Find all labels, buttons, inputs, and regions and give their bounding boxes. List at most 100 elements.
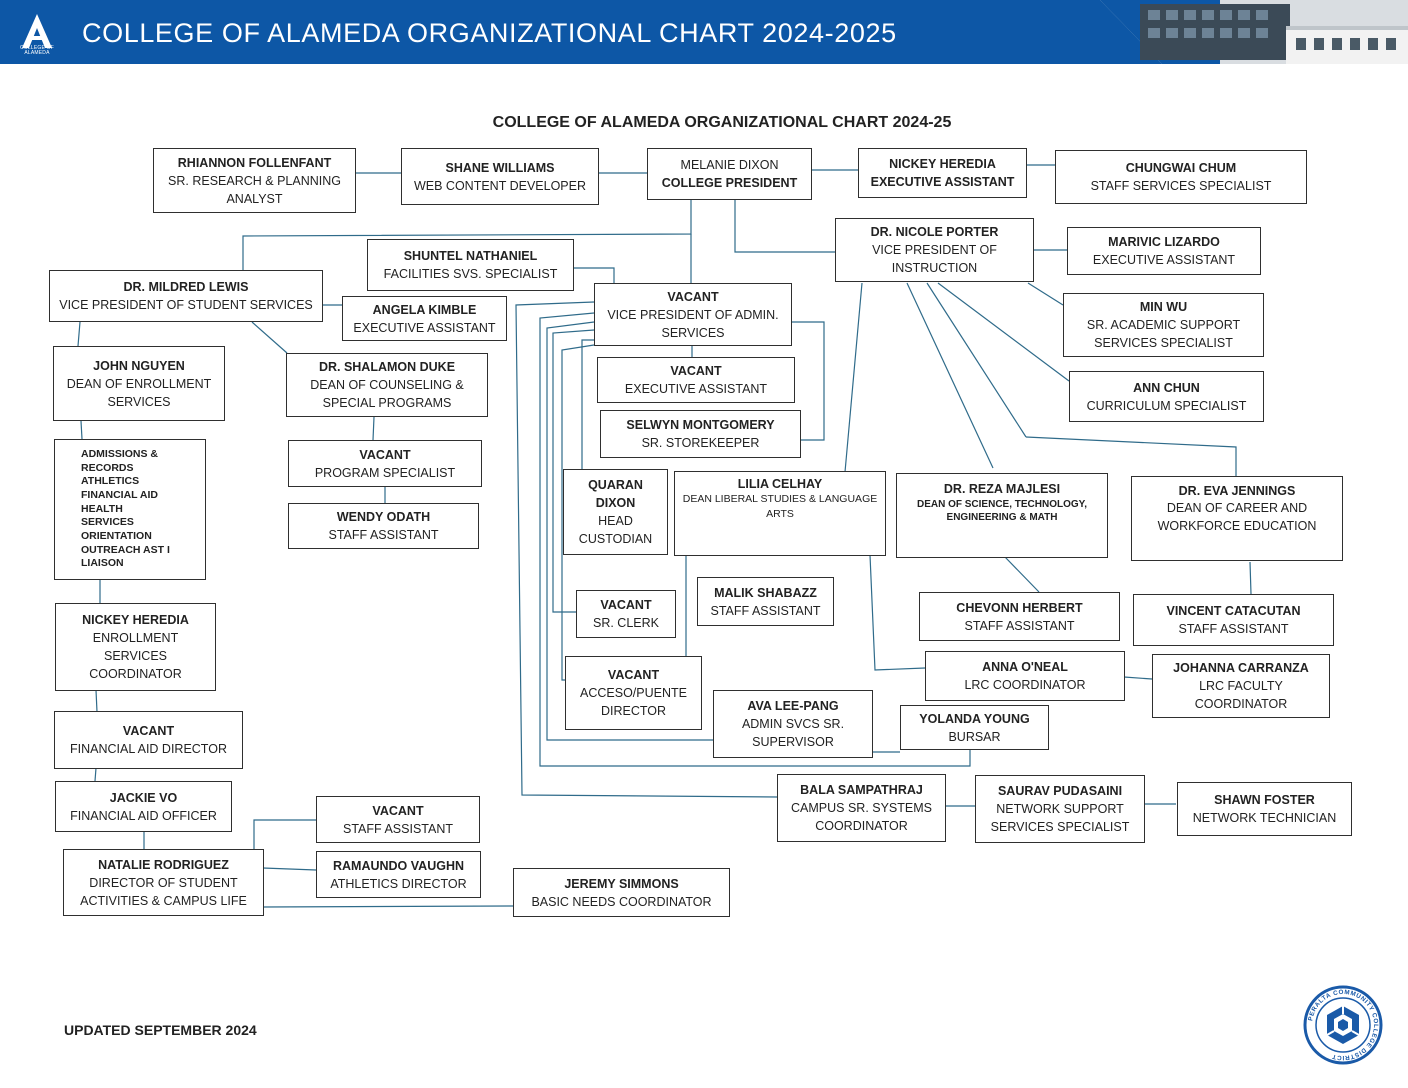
chum-title: STAFF SERVICES SPECIALIST xyxy=(1090,179,1272,193)
box-enrollment-list: ADMISSIONS & RECORDS ATHLETICS FINANCIAL… xyxy=(54,439,206,580)
heredia-ea-title: EXECUTIVE ASSISTANT xyxy=(870,175,1015,189)
sampathraj-name: BALA SAMPATHRAJ xyxy=(800,783,923,797)
quaran-name: QUARAN DIXON xyxy=(588,478,643,510)
herbert-name: CHEVONN HERBERT xyxy=(956,600,1083,615)
box-program-specialist: VACANT PROGRAM SPECIALIST xyxy=(288,440,482,487)
list-item: OUTREACH AST I xyxy=(81,543,170,556)
chun-title: CURRICULUM SPECIALIST xyxy=(1086,398,1247,413)
box-president: MELANIE DIXON COLLEGE PRESIDENT xyxy=(647,148,812,200)
box-chun: ANN CHUN CURRICULUM SPECIALIST xyxy=(1069,371,1264,422)
list-item: ATHLETICS xyxy=(81,475,140,488)
chun-name: ANN CHUN xyxy=(1133,380,1200,395)
president-name: MELANIE DIXON xyxy=(680,158,779,172)
herbert-title: STAFF ASSISTANT xyxy=(964,618,1075,633)
williams-name: SHANE WILLIAMS xyxy=(445,160,555,175)
follenfant-name: RHIANNON FOLLENFANT xyxy=(177,155,332,170)
chum-name: CHUNGWAI CHUM xyxy=(1125,161,1237,175)
box-duke: DR. SHALAMON DUKE DEAN OF COUNSELING & S… xyxy=(286,353,488,417)
box-vaughn: RAMAUNDO VAUGHN ATHLETICS DIRECTOR xyxy=(316,851,481,898)
pudasaini-title: NETWORK SUPPORT SERVICES SPECIALIST xyxy=(990,802,1130,834)
porter-title: VICE PRESIDENT OF INSTRUCTION xyxy=(872,243,997,275)
simmons-name: JEREMY SIMMONS xyxy=(564,876,679,891)
wu-name: MIN WU xyxy=(1139,300,1188,314)
box-sr-clerk: VACANT SR. CLERK xyxy=(576,590,676,638)
box-lizardo: MARIVIC LIZARDO EXECUTIVE ASSISTANT xyxy=(1067,227,1261,275)
fin-aid-director-title: FINANCIAL AID DIRECTOR xyxy=(70,742,227,756)
college-logo-icon xyxy=(22,14,52,48)
box-simmons: JEREMY SIMMONS BASIC NEEDS COORDINATOR xyxy=(513,868,730,917)
quaran-title: HEAD CUSTODIAN xyxy=(578,514,653,546)
box-vo: JACKIE VO FINANCIAL AID OFFICER xyxy=(55,781,232,832)
jennings-title: DEAN OF CAREER AND WORKFORCE EDUCATION xyxy=(1157,501,1317,533)
foster-title: NETWORK TECHNICIAN xyxy=(1192,811,1337,825)
fin-aid-director-name: VACANT xyxy=(122,724,175,738)
box-fin-aid-director: VACANT FINANCIAL AID DIRECTOR xyxy=(54,711,243,769)
box-shabazz: MALIK SHABAZZ STAFF ASSISTANT xyxy=(697,577,834,626)
box-acceso: VACANT ACCESO/PUENTE DIRECTOR xyxy=(565,656,702,730)
young-title: BURSAR xyxy=(948,729,1001,744)
montgomery-name: SELWYN MONTGOMERY xyxy=(626,418,775,432)
nguyen-name: JOHN NGUYEN xyxy=(93,358,185,373)
box-foster: SHAWN FOSTER NETWORK TECHNICIAN xyxy=(1177,782,1352,836)
box-chum: CHUNGWAI CHUM STAFF SERVICES SPECIALIST xyxy=(1055,150,1307,204)
box-nguyen: JOHN NGUYEN DEAN OF ENROLLMENT SERVICES xyxy=(53,346,225,421)
acceso-name: VACANT xyxy=(607,668,660,682)
president-title: COLLEGE PRESIDENT xyxy=(661,176,798,190)
list-item: ADMISSIONS & xyxy=(81,447,159,460)
box-vp-admin: VACANT VICE PRESIDENT OF ADMIN. SERVICES xyxy=(594,283,792,346)
logo-text: COLLEGE OF ALAMEDA xyxy=(20,45,54,56)
lizardo-name: MARIVIC LIZARDO xyxy=(1108,235,1220,249)
simmons-title: BASIC NEEDS COORDINATOR xyxy=(531,894,712,909)
vo-name: JACKIE VO xyxy=(109,790,178,805)
kimble-title: EXECUTIVE ASSISTANT xyxy=(353,320,496,335)
box-young: YOLANDA YOUNG BURSAR xyxy=(900,705,1049,750)
nathaniel-name: SHUNTEL NATHANIEL xyxy=(403,249,538,263)
box-wu: MIN WU SR. ACADEMIC SUPPORT SERVICES SPE… xyxy=(1063,293,1264,357)
vacant-ea-admin-title: EXECUTIVE ASSISTANT xyxy=(624,382,768,396)
odath-name: WENDY ODATH xyxy=(336,510,431,524)
list-item: HEALTH xyxy=(81,502,123,515)
nguyen-title: DEAN OF ENROLLMENT SERVICES xyxy=(66,376,212,409)
celhay-title: DEAN LIBERAL STUDIES & LANGUAGE ARTS xyxy=(682,493,878,520)
duke-name: DR. SHALAMON DUKE xyxy=(318,360,456,374)
program-specialist-title: PROGRAM SPECIALIST xyxy=(314,465,456,480)
list-item: ORIENTATION xyxy=(81,530,152,543)
vacant-staff-assistant-name: VACANT xyxy=(372,803,424,818)
oneal-name: ANNA O'NEAL xyxy=(982,660,1068,674)
williams-title: WEB CONTENT DEVELOPER xyxy=(413,178,587,193)
acceso-title: ACCESO/PUENTE DIRECTOR xyxy=(580,686,687,718)
box-vacant-ea-admin: VACANT EXECUTIVE ASSISTANT xyxy=(597,357,795,403)
shabazz-name: MALIK SHABAZZ xyxy=(714,585,817,600)
box-nathaniel: SHUNTEL NATHANIEL FACILITIES SVS. SPECIA… xyxy=(367,239,574,291)
box-heredia-ea: NICKEY HEREDIA EXECUTIVE ASSISTANT xyxy=(858,148,1027,198)
box-lee-pang: AVA LEE-PANG ADMIN SVCS SR. SUPERVISOR xyxy=(713,690,873,758)
header-banner: COLLEGE OF ALAMEDA COLLEGE OF ALAMEDA OR… xyxy=(0,0,1408,64)
vacant-ea-admin-name: VACANT xyxy=(670,364,722,378)
banner-title: COLLEGE OF ALAMEDA ORGANIZATIONAL CHART … xyxy=(82,18,897,48)
box-oneal: ANNA O'NEAL LRC COORDINATOR xyxy=(925,651,1125,701)
vacant-staff-assistant-title: STAFF ASSISTANT xyxy=(343,821,453,836)
nathaniel-title: FACILITIES SVS. SPECIALIST xyxy=(383,267,558,281)
rodriguez-title: DIRECTOR OF STUDENT ACTIVITIES & CAMPUS … xyxy=(80,875,247,908)
catacutan-title: STAFF ASSISTANT xyxy=(1178,622,1289,636)
lee-pang-name: AVA LEE-PANG xyxy=(747,699,839,713)
chart-title: COLLEGE OF ALAMEDA ORGANIZATIONAL CHART … xyxy=(492,114,952,131)
box-montgomery: SELWYN MONTGOMERY SR. STOREKEEPER xyxy=(600,410,801,458)
district-seal-icon: PERALTA COMMUNITY COLLEGE DISTRICT xyxy=(1303,985,1383,1065)
box-vacant-staff-assistant: VACANT STAFF ASSISTANT xyxy=(316,796,480,843)
box-follenfant: RHIANNON FOLLENFANT SR. RESEARCH & PLANN… xyxy=(153,148,356,213)
box-quaran: QUARAN DIXON HEAD CUSTODIAN xyxy=(563,469,668,555)
duke-title: DEAN OF COUNSELING & SPECIAL PROGRAMS xyxy=(310,378,464,410)
box-herbert: CHEVONN HERBERT STAFF ASSISTANT xyxy=(919,592,1120,641)
box-kimble: ANGELA KIMBLE EXECUTIVE ASSISTANT xyxy=(342,296,507,341)
odath-title: STAFF ASSISTANT xyxy=(328,528,439,542)
box-porter: DR. NICOLE PORTER VICE PRESIDENT OF INST… xyxy=(835,218,1034,282)
box-majlesi: DR. REZA MAJLESI DEAN OF SCIENCE, TECHNO… xyxy=(896,473,1108,558)
box-sampathraj: BALA SAMPATHRAJ CAMPUS SR. SYSTEMS COORD… xyxy=(777,774,946,842)
rodriguez-name: NATALIE RODRIGUEZ xyxy=(98,857,229,872)
list-item: LIAISON xyxy=(81,557,124,570)
box-williams: SHANE WILLIAMS WEB CONTENT DEVELOPER xyxy=(401,148,599,205)
box-pudasaini: SAURAV PUDASAINI NETWORK SUPPORT SERVICE… xyxy=(975,775,1145,843)
sampathraj-title: CAMPUS SR. SYSTEMS COORDINATOR xyxy=(791,801,932,833)
